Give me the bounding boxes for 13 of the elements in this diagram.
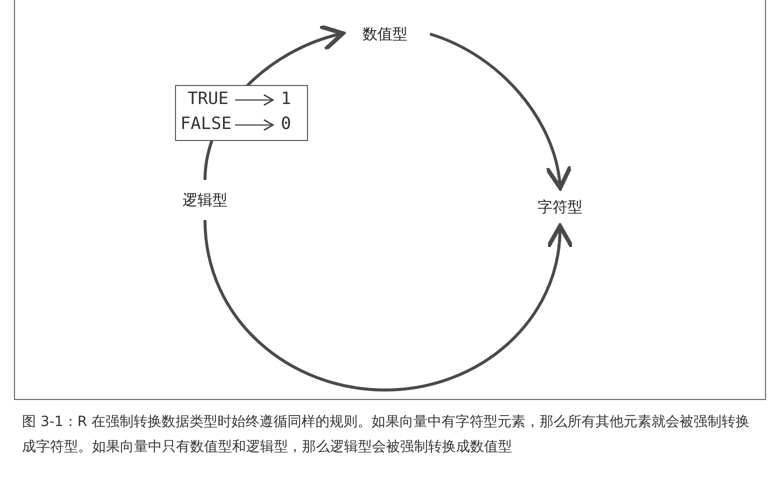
type-label: 数值型: [340, 20, 430, 48]
value-label: 1: [276, 89, 296, 111]
curved-arrow: [430, 32, 572, 190]
arrow: [235, 94, 274, 106]
figure-caption: 图 3-1：R 在强制转换数据类型时始终遵循同样的规则。如果向量中有字符型元素，那么所有其他元素就会被强制转换成字符型。如果向量中只有数值型和逻辑型，那么逻辑型会被强制转换成数值型: [22, 413, 750, 457]
value-label: 0: [276, 114, 296, 136]
type-label: 字符型: [520, 185, 600, 229]
type-label: 逻辑型: [170, 180, 240, 220]
value-label: TRUE: [184, 89, 232, 111]
value-label: FALSE: [180, 114, 232, 136]
mapping-box: [175, 85, 308, 141]
arrow: [235, 119, 274, 131]
curved-arrow: [204, 220, 573, 392]
